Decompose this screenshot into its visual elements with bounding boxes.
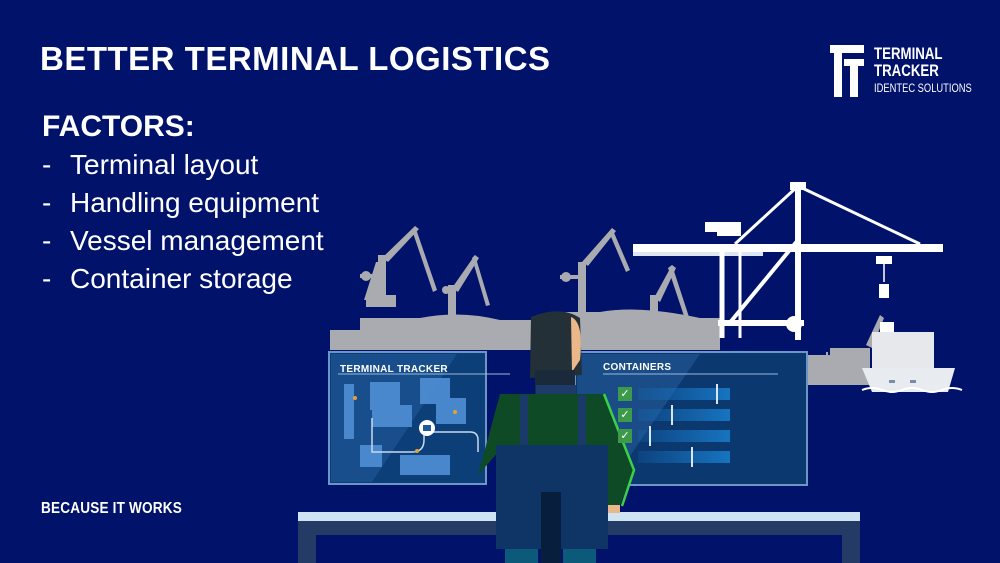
factor-item: -Container storage xyxy=(42,260,324,298)
harbor-silhouette xyxy=(330,226,884,385)
terminal-tracker-screen-title: TERMINAL TRACKER xyxy=(340,364,448,375)
container-row xyxy=(618,447,730,467)
factor-item: -Vessel management xyxy=(42,222,324,260)
empty-checkbox-icon xyxy=(618,450,632,464)
check-icon: ✓ xyxy=(618,387,632,401)
tt-monogram-icon xyxy=(830,45,864,97)
containers-screen-title: CONTAINERS xyxy=(603,362,672,373)
container-row: ✓ xyxy=(618,426,730,446)
capacity-marker xyxy=(649,426,652,446)
page-title: BETTER TERMINAL LOGISTICS xyxy=(40,40,551,77)
logo-line-tracker: TRACKER xyxy=(874,61,939,80)
factors-heading: FACTORS: xyxy=(42,110,195,143)
terminal-tracker-screen xyxy=(328,351,510,485)
check-icon: ✓ xyxy=(618,408,632,422)
factor-label: Vessel management xyxy=(70,225,324,256)
tagline: BECAUSE IT WORKS xyxy=(41,500,182,517)
bullet-dash: - xyxy=(42,149,52,180)
bullet-dash: - xyxy=(42,225,52,256)
factor-item: -Handling equipment xyxy=(42,184,324,222)
factor-item: -Terminal layout xyxy=(42,146,324,184)
capacity-bar xyxy=(638,451,730,463)
factor-label: Handling equipment xyxy=(70,187,320,218)
container-ship xyxy=(861,322,963,393)
check-icon: ✓ xyxy=(618,429,632,443)
operator-person xyxy=(478,311,636,563)
terminal-tracker-logo: TERMINAL TRACKER IDENTEC SOLUTIONS xyxy=(830,45,999,97)
bullet-dash: - xyxy=(42,187,52,218)
logo-line-company: IDENTEC SOLUTIONS xyxy=(874,81,972,95)
factor-label: Terminal layout xyxy=(70,149,259,180)
capacity-bar xyxy=(638,409,730,421)
logo-line-terminal: TERMINAL xyxy=(874,44,943,63)
capacity-marker xyxy=(691,447,694,467)
capacity-marker xyxy=(716,384,719,404)
container-row: ✓ xyxy=(618,384,730,404)
gantry-crane xyxy=(633,182,943,340)
capacity-marker xyxy=(671,405,674,425)
container-row: ✓ xyxy=(618,405,730,425)
factor-label: Container storage xyxy=(70,263,293,294)
factors-list: FACTORS: -Terminal layout -Handling equi… xyxy=(42,108,324,298)
bullet-dash: - xyxy=(42,263,52,294)
capacity-bar xyxy=(638,388,730,400)
capacity-bar xyxy=(638,430,730,442)
